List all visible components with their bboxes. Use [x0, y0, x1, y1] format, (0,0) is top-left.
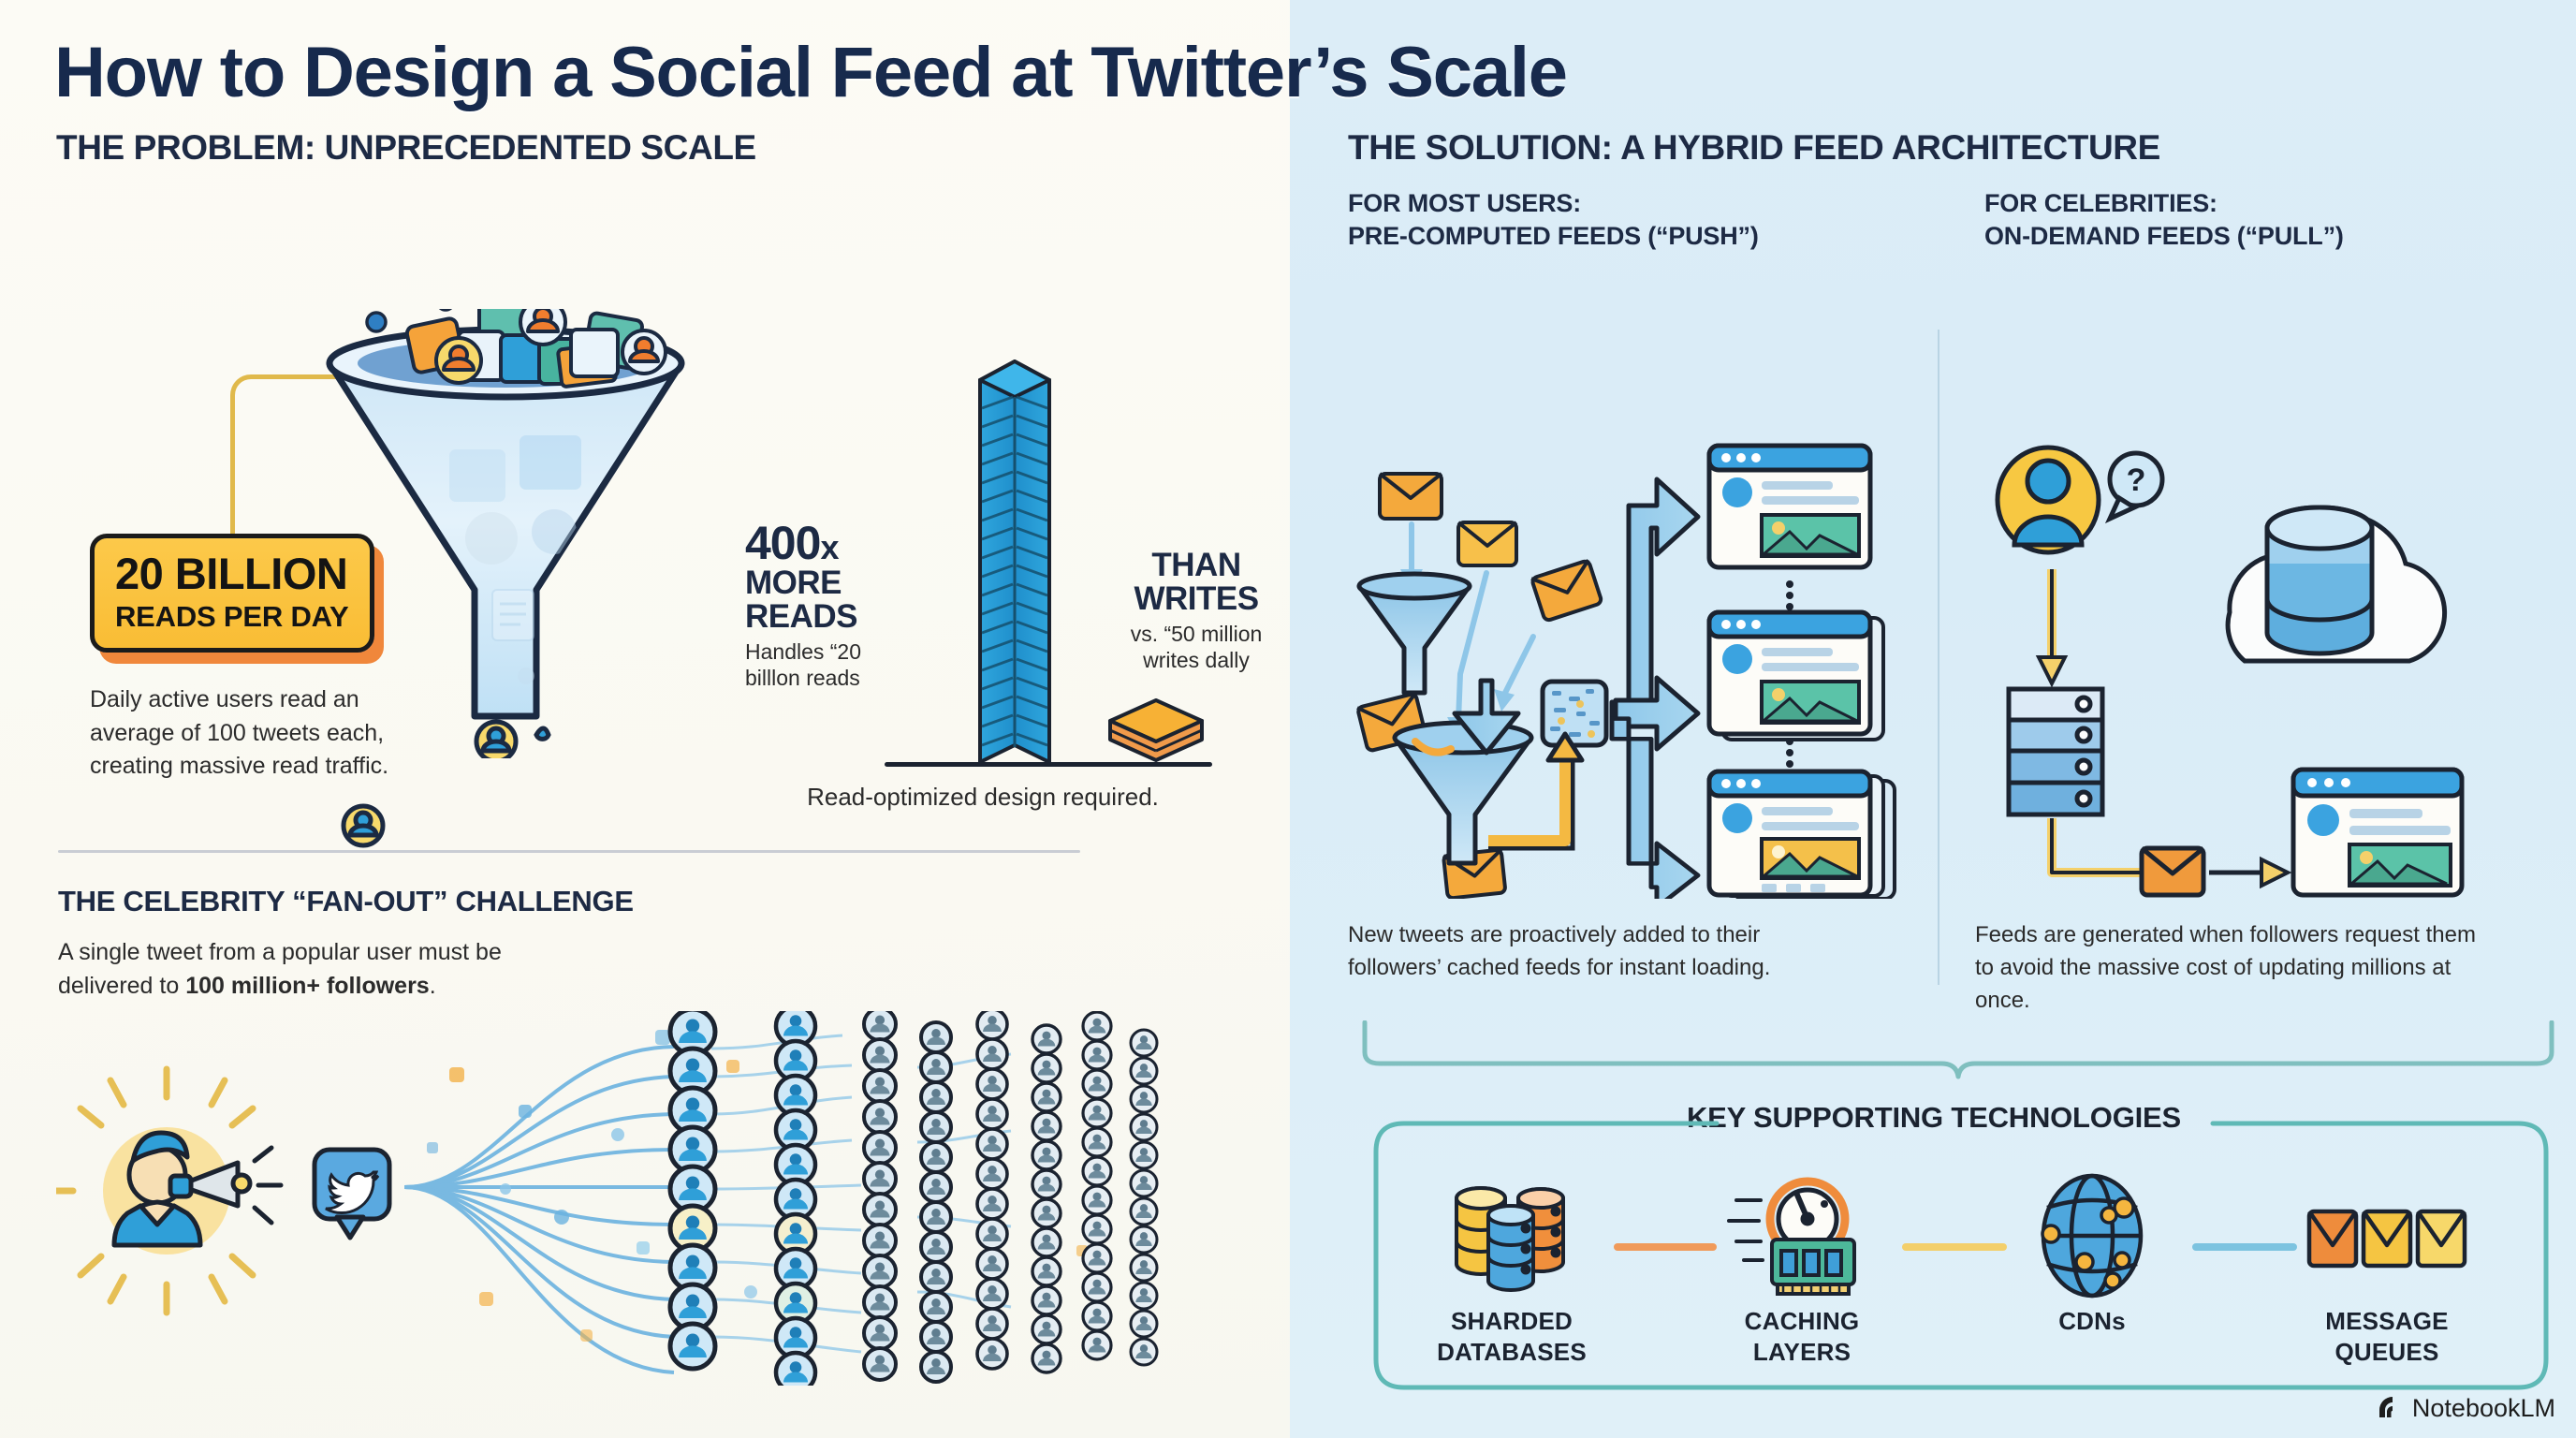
writes-stat: THAN WRITES vs. “50 million writes dally — [1098, 549, 1295, 674]
tech-item-sharded-databases[interactable]: SHARDED DATABASES — [1404, 1166, 1619, 1367]
problem-heading: THE PROBLEM: UNPRECEDENTED SCALE — [56, 128, 756, 167]
tower-ground-line — [885, 762, 1212, 767]
push-column-heading: FOR MOST USERS: PRE-COMPUTED FEEDS (“PUS… — [1348, 189, 1759, 250]
fanout-desc-post: . — [429, 972, 436, 999]
stat-value-suffix: x — [820, 528, 839, 566]
badge-secondary-label: READS PER DAY — [115, 600, 349, 633]
pull-column-heading: FOR CELEBRITIES: ON-DEMAND FEEDS (“PULL”… — [1984, 189, 2344, 250]
read-traffic-funnel-illustration — [326, 309, 685, 758]
read-optimized-caption: Read-optimized design required. — [807, 783, 1159, 811]
fanout-desc-bold: 100 million+ followers — [185, 972, 430, 999]
key-technologies-heading: KEY SUPPORTING TECHNOLOGIES — [0, 1101, 2576, 1135]
stat-line-b: READS — [745, 597, 858, 635]
fanout-description: A single tweet from a popular user must … — [58, 936, 582, 1003]
key-tech-bracket — [1362, 1020, 2554, 1079]
section-divider — [58, 850, 1080, 853]
celebrity-fanout-diagram — [56, 1011, 1159, 1386]
tech-item-caching-layers[interactable]: CACHING LAYERS — [1694, 1166, 1910, 1367]
reads-multiplier-stat: 400x MORE READS Handles “20 billlon read… — [745, 520, 942, 692]
reads-skyscraper-icon — [978, 360, 1051, 766]
envelope-queue-icon — [2279, 1166, 2495, 1306]
stat-line-a: MORE — [745, 565, 842, 601]
key-tech-connector-lines — [1614, 1243, 2297, 1251]
writes-note: vs. “50 million writes dally — [1130, 622, 1263, 672]
tech-item-message-queues[interactable]: MESSAGE QUEUES — [2279, 1166, 2495, 1367]
watermark: NotebookLM — [2376, 1394, 2555, 1423]
database-stack-icon — [1404, 1166, 1619, 1306]
memory-gauge-icon — [1694, 1166, 1910, 1306]
writes-line-a: THAN — [1151, 547, 1241, 583]
badge-connector-line — [230, 374, 399, 536]
writes-line-b: WRITES — [1134, 580, 1259, 617]
key-technologies-heading-text: KEY SUPPORTING TECHNOLOGIES — [1687, 1101, 2181, 1134]
reads-per-day-badge: 20 BILLION READS PER DAY — [90, 534, 374, 653]
push-pull-divider — [1938, 330, 1939, 985]
tech-item-cdns[interactable]: CDNs — [1984, 1166, 2200, 1337]
globe-network-icon — [1984, 1166, 2200, 1306]
svg-text:?: ? — [2127, 462, 2146, 498]
tech-label-sharded-databases: SHARDED DATABASES — [1437, 1307, 1587, 1366]
page-title: How to Design a Social Feed at Twitter’s… — [54, 33, 1568, 112]
pull-architecture-diagram: ? — [1995, 445, 2465, 898]
writes-stack-icon — [1108, 698, 1204, 762]
solution-heading: THE SOLUTION: A HYBRID FEED ARCHITECTURE — [1348, 128, 2160, 167]
stat-value-row: 400x — [745, 520, 942, 566]
funnel-drip-avatars — [341, 803, 386, 848]
key-technologies-row: SHARDED DATABASES — [1404, 1166, 2527, 1390]
key-tech-container-outline — [1373, 1121, 2549, 1390]
pull-description: Feeds are generated when followers reque… — [1975, 922, 2476, 1013]
tech-label-caching-layers: CACHING LAYERS — [1744, 1307, 1860, 1366]
stat-value: 400 — [745, 517, 821, 569]
funnel-description: Daily active users read an average of 10… — [90, 686, 389, 779]
watermark-label: NotebookLM — [2411, 1394, 2555, 1422]
stat-note: Handles “20 billlon reads — [745, 639, 862, 690]
badge-primary-value: 20 BILLION — [115, 549, 348, 598]
push-architecture-diagram — [1356, 443, 1896, 899]
notebooklm-logo-icon — [2378, 1396, 2393, 1417]
fanout-heading: THE CELEBRITY “FAN-OUT” CHALLENGE — [58, 885, 634, 917]
push-description: New tweets are proactively added to thei… — [1348, 922, 1771, 980]
tech-label-cdns: CDNs — [2058, 1307, 2126, 1335]
tech-label-message-queues: MESSAGE QUEUES — [2325, 1307, 2449, 1366]
fanout-desc-pre: A single tweet from a popular user must … — [58, 939, 502, 999]
